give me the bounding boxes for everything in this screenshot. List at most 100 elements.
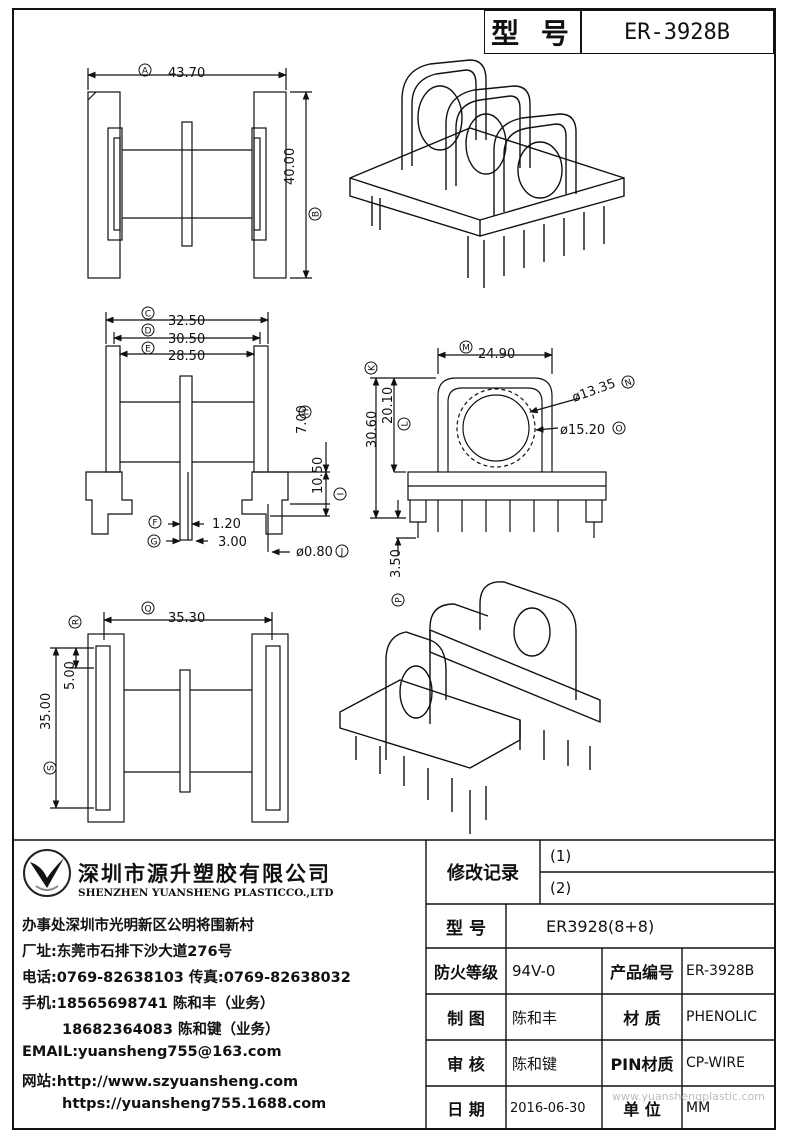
spec-model-label: 型 号 [446, 918, 486, 939]
svg-text:G: G [151, 538, 158, 548]
material-label: 材 质 [623, 1009, 661, 1028]
fire-rating-label: 防火等级 [433, 963, 498, 982]
svg-text:R: R [72, 619, 82, 625]
svg-text:A: A [142, 67, 149, 77]
dim-value-p: 3.50 [389, 549, 404, 578]
dim-value-m: 24.90 [478, 347, 515, 362]
dim-marker-o: O [612, 421, 626, 435]
dim-marker-i: I [333, 487, 347, 501]
dim-value-o: ø15.20 [560, 423, 605, 438]
dim-value-c: 32.50 [168, 314, 205, 329]
dim-value-r: 5.00 [63, 661, 78, 690]
svg-text:O: O [615, 425, 622, 435]
company-name-cn: 深圳市源升塑胶有限公司 [78, 862, 331, 886]
isometric-view-top [349, 59, 625, 288]
revision-label: 修改记录 [447, 863, 519, 884]
dimension-labels: 43.70 A 40.00B 32.50 C 30.50 D 28.50 E 1.20 F 3.00 G… [39, 63, 635, 775]
dim-marker-s: S [43, 761, 57, 775]
dim-value-s: 35.00 [39, 693, 54, 730]
company-logo [23, 849, 71, 897]
top-view [87, 68, 312, 279]
svg-text:L: L [401, 421, 411, 426]
date-label: 日 期 [447, 1100, 485, 1119]
dim-marker-c: C [141, 306, 155, 320]
dim-marker-e: E [141, 341, 155, 355]
email: EMAIL:yuansheng755@163.com [22, 1044, 282, 1060]
side-view [85, 312, 330, 556]
svg-text:K: K [368, 364, 378, 371]
office-address: 办事处深圳市光明新区公明将围新村 [22, 918, 254, 934]
isometric-view-bottom [339, 581, 601, 834]
watermark: www.yuanshengplastic.com [612, 1090, 766, 1103]
reviewed-by-label: 审 核 [447, 1055, 485, 1074]
website-2: https://yuansheng755.1688.com [62, 1096, 327, 1112]
spec-model-value: ER3928(8+8) [546, 916, 655, 936]
pin-material-label: PIN材质 [610, 1055, 674, 1074]
svg-text:J: J [340, 548, 344, 558]
svg-text:B: B [312, 211, 322, 217]
revision-row-1: (1) [550, 847, 572, 865]
dim-marker-n: N [621, 375, 635, 390]
revision-row-2: (2) [550, 879, 572, 897]
mobile-2: 18682364083 陈和键（业务） [62, 1022, 280, 1038]
material-value: PHENOLIC [686, 1009, 758, 1025]
dim-marker-k: K [364, 361, 378, 375]
dim-value-b: 40.00 [283, 148, 298, 185]
title-model-block: 型 号 ER-3928B [484, 10, 776, 54]
dim-value-e: 28.50 [168, 349, 205, 364]
drawn-by-label: 制 图 [447, 1009, 485, 1028]
dim-value-j: ø0.80 [296, 545, 333, 560]
title-model-value: ER-3928B [580, 10, 774, 54]
dim-value-l: 20.10 [381, 387, 396, 424]
dim-value-i: 10.50 [311, 457, 326, 494]
dim-value-d: 30.50 [168, 332, 205, 347]
dim-marker-p: P [391, 593, 405, 607]
dim-marker-r: R [68, 615, 82, 629]
phone-fax: 电话:0769-82638103 传真:0769-82638032 [22, 970, 351, 986]
svg-text:H: H [302, 409, 312, 416]
dim-marker-l: L [397, 417, 411, 431]
product-no-label: 产品编号 [609, 963, 674, 982]
bottom-view [50, 612, 289, 823]
svg-text:N: N [624, 378, 634, 390]
dim-marker-j: J [335, 544, 349, 558]
svg-text:E: E [145, 345, 151, 355]
dim-value-k: 30.60 [365, 411, 380, 448]
unit-value: MM [686, 1100, 711, 1116]
svg-text:C: C [145, 310, 151, 320]
factory-address: 厂址:东莞市石排下沙大道276号 [22, 944, 233, 960]
dim-marker-f: F [148, 515, 162, 529]
unit-label: 单 位 [623, 1100, 661, 1119]
svg-text:M: M [462, 344, 470, 354]
pin-material-value: CP-WIRE [686, 1055, 745, 1071]
product-no-value: ER-3928B [686, 963, 755, 979]
title-model-label: 型 号 [484, 10, 582, 54]
fire-rating-value: 94V-0 [512, 962, 556, 980]
svg-text:S: S [47, 765, 57, 771]
website-1: 网站:http://www.szyuansheng.com [22, 1074, 299, 1090]
drawing-frame [12, 8, 776, 1130]
reviewed-by-value: 陈和键 [512, 1054, 558, 1073]
company-name-en: SHENZHEN YUANSHENG PLASTICCO.,LTD [78, 887, 334, 899]
dim-value-a: 43.70 [168, 66, 205, 81]
front-view [370, 348, 607, 556]
dim-marker-b: B [308, 207, 322, 221]
dim-value-f: 1.20 [212, 517, 241, 532]
date-value: 2016-06-30 [510, 1100, 586, 1116]
svg-text:I: I [337, 493, 347, 496]
svg-text:F: F [152, 519, 157, 529]
dim-marker-m: M [459, 340, 473, 354]
dim-value-g: 3.00 [218, 535, 247, 550]
dim-marker-q: Q [141, 601, 155, 615]
svg-text:P: P [395, 597, 405, 603]
svg-text:Q: Q [144, 605, 151, 615]
drawn-by-value: 陈和丰 [512, 1008, 558, 1027]
svg-text:D: D [145, 327, 152, 337]
dim-marker-g: G [147, 534, 161, 548]
dim-marker-h: H [298, 405, 312, 419]
mobile-1: 手机:18565698741 陈和丰（业务） [22, 996, 275, 1012]
dim-value-q: 35.30 [168, 611, 205, 626]
dim-marker-d: D [141, 323, 155, 337]
